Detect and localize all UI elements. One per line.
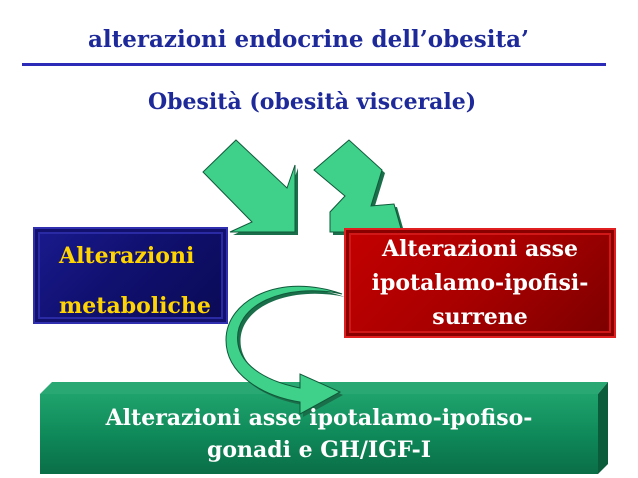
box-gonadal-text: Alterazioni asse ipotalamo-ipofiso- gona… <box>40 402 598 466</box>
slide-title: alterazioni endocrine dell’obesita’ <box>88 26 529 53</box>
slide-subtitle: Obesità (obesità viscerale) <box>148 89 477 115</box>
box-adrenal-line2: ipotalamo-ipofisi- <box>371 270 589 296</box>
box-metabolic-line2: metaboliche <box>59 293 211 319</box>
box-gonadal-line2: gonadi e GH/IGF-I <box>206 437 432 463</box>
box-adrenal-line3: surrene <box>432 304 528 330</box>
arrow-down-right-icon <box>202 139 298 235</box>
box-metabolic-line1: Alterazioni <box>59 243 195 269</box>
box-adrenal-axis: Alterazioni asse ipotalamo-ipofisi- surr… <box>344 228 616 338</box>
box-adrenal-line1: Alterazioni asse <box>382 236 578 262</box>
arrow-down-left-icon <box>313 139 405 235</box>
box-metabolic-alterations: Alterazioni metaboliche <box>33 227 228 324</box>
curved-arrow-icon <box>225 285 345 417</box>
title-underline <box>22 63 606 66</box>
box-gonadal-line1: Alterazioni asse ipotalamo-ipofiso- <box>105 405 533 431</box>
